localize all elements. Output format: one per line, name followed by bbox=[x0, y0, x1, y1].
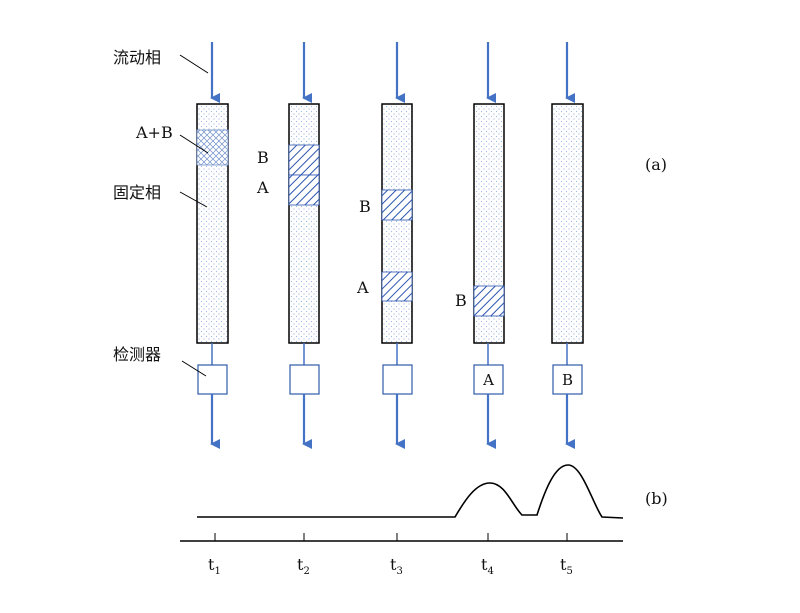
band-a bbox=[288, 174, 320, 206]
stationary-phase-column bbox=[288, 103, 320, 344]
column-group-3: B A bbox=[356, 42, 413, 449]
time-tick-labels: t1 t2 t3 t4 t5 bbox=[208, 555, 573, 577]
detector-box bbox=[552, 364, 583, 395]
band-a-plus-b bbox=[196, 129, 229, 166]
detector-box bbox=[473, 364, 504, 395]
tick-label-t1: t1 bbox=[208, 555, 221, 577]
tick-label-t4: t4 bbox=[481, 555, 494, 577]
chromatogram-trace bbox=[197, 464, 624, 519]
column-group-5: B bbox=[551, 42, 584, 449]
detector-label: B bbox=[562, 371, 573, 389]
band-b bbox=[473, 285, 505, 317]
stationary-phase-column bbox=[381, 103, 413, 344]
band-label-b: B bbox=[455, 291, 467, 310]
tick-label-t5: t5 bbox=[560, 555, 573, 577]
sample-label: A+B bbox=[135, 123, 173, 142]
stationary-phase-label: 固定相 bbox=[113, 183, 161, 202]
band-label-a: A bbox=[356, 278, 369, 297]
tick-label-t2: t2 bbox=[297, 555, 310, 577]
detector-box bbox=[382, 364, 413, 395]
callout-labels: 流动相 A+B 固定相 检测器 bbox=[113, 48, 209, 377]
tick-label-t3: t3 bbox=[390, 555, 403, 577]
sample-leader bbox=[179, 134, 209, 154]
column-group-2: B A bbox=[256, 42, 320, 449]
panel-label-b: (b) bbox=[645, 489, 668, 508]
detector-name-label: 检测器 bbox=[113, 345, 161, 364]
panel-label-a: (a) bbox=[645, 155, 667, 174]
mobile-phase-leader bbox=[179, 54, 209, 74]
detector-leader bbox=[181, 360, 207, 377]
column-group-1 bbox=[196, 42, 229, 449]
detector-label: A bbox=[482, 371, 494, 389]
mobile-phase-label: 流动相 bbox=[113, 48, 161, 67]
band-b bbox=[288, 144, 320, 176]
band-label-a: A bbox=[256, 178, 269, 197]
column-group-4: B A bbox=[455, 42, 505, 449]
band-b bbox=[381, 189, 413, 221]
detector-box bbox=[289, 364, 320, 395]
time-ticks bbox=[214, 533, 568, 541]
stationary-phase-leader bbox=[179, 191, 208, 208]
band-label-b: B bbox=[257, 148, 269, 167]
band-a bbox=[381, 271, 413, 302]
stationary-phase-column bbox=[551, 103, 584, 344]
band-label-b: B bbox=[359, 197, 371, 216]
detector-box bbox=[197, 364, 228, 395]
